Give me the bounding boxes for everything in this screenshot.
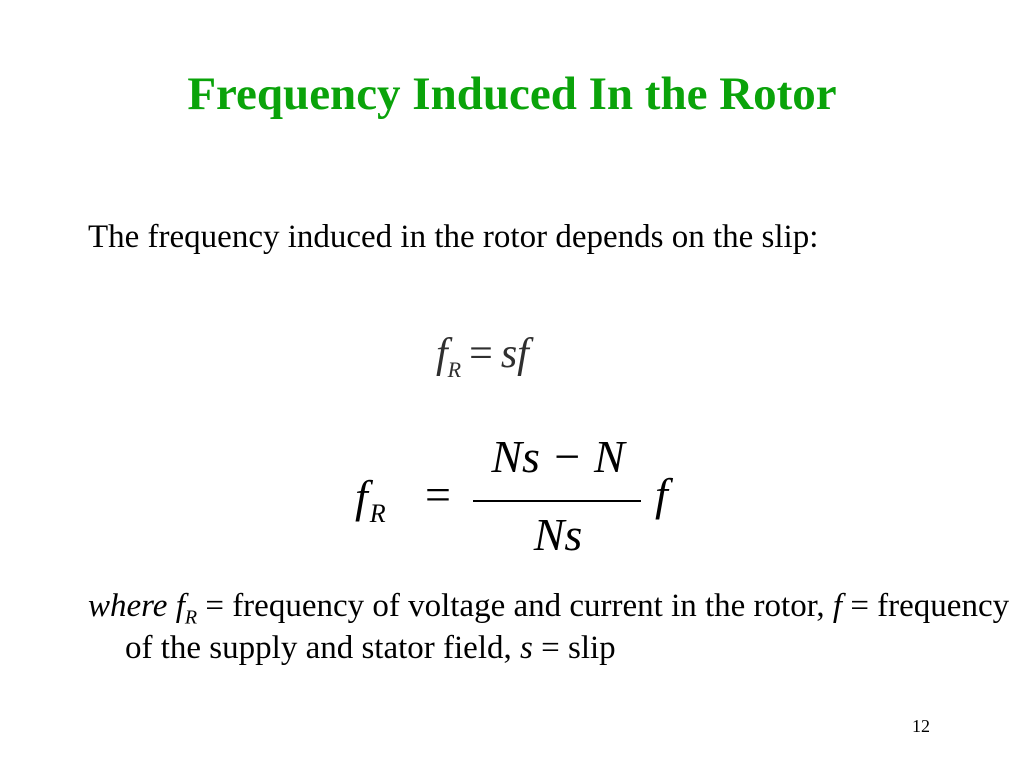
equation-rotor-frequency-simple: fR =sf (436, 330, 529, 382)
f-symbol: f (832, 588, 843, 624)
eq2-numerator: Ns − N (491, 431, 625, 482)
eq1-equals: = (469, 331, 493, 377)
eq1-lhs-subscript: R (447, 357, 462, 382)
s-symbol: s (520, 629, 533, 666)
where-word: where (88, 588, 168, 624)
fR-subscript: R (184, 606, 198, 629)
eq1-lhs: f (436, 331, 448, 377)
intro-text: The frequency induced in the rotor depen… (88, 219, 819, 255)
eq2-rhs: f (655, 469, 668, 520)
slide-title: Frequency Induced In the Rotor (187, 68, 837, 120)
s-description: = slip (532, 629, 616, 666)
equation-rotor-frequency-fraction: fR = Ns − N Ns f (355, 431, 695, 566)
eq2-denominator: Ns (533, 509, 583, 560)
eq1-rhs: sf (500, 331, 529, 377)
eq2-equals: = (425, 469, 451, 520)
page-number: 12 (912, 716, 930, 736)
eq2-lhs-group: fR (355, 470, 386, 528)
eq2-lhs: f (355, 471, 368, 522)
fR-description: = frequency of voltage and current in th… (197, 588, 833, 624)
definitions-paragraph: where fR = frequency of voltage and curr… (88, 586, 1024, 670)
eq2-lhs-subscript: R (369, 499, 386, 528)
eq2-fraction-bar (473, 500, 641, 502)
fR-symbol: f (175, 588, 185, 624)
f-description: = frequency of the supply and stator fie… (125, 588, 1010, 666)
